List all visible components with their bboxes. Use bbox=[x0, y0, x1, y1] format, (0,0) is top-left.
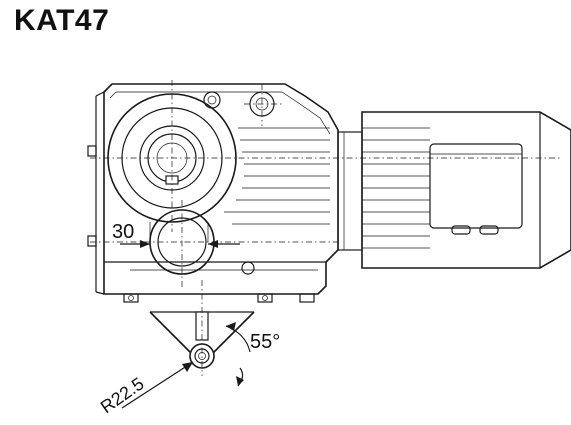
torque-arm bbox=[149, 311, 255, 369]
width-label: 30 bbox=[112, 221, 134, 243]
dimension-angle bbox=[225, 322, 251, 387]
dimension-width bbox=[120, 222, 240, 248]
dimension-radius bbox=[121, 361, 194, 409]
angle-label: 55° bbox=[250, 331, 280, 353]
drawing-title: KAT47 bbox=[14, 4, 110, 37]
radius-label: R22.5 bbox=[97, 373, 148, 417]
motor bbox=[337, 111, 571, 269]
gear-housing bbox=[87, 83, 339, 303]
